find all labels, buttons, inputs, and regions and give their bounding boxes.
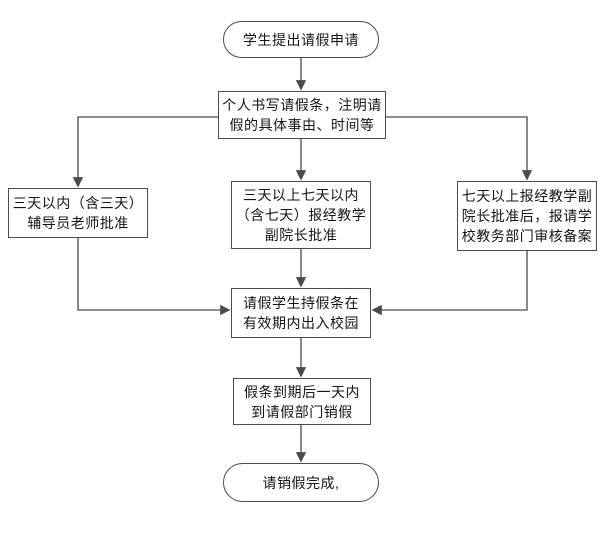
edge-write-to-over7 [386,116,533,181]
node-start-submit-leave-request: 学生提出请假申请 [223,21,379,58]
edge-over7-to-campus [371,251,528,316]
node-approve-over-7-days: 七天以上报经教学副 院长批准后，报请学 校教务部门审核备案 [457,181,597,251]
node-approve-within-3-days: 三天以内（含三天） 辅导员老师批准 [8,188,148,238]
node-end-leave-completed: 请销假完成, [223,463,379,502]
edge-within3-to-campus [77,238,231,316]
node-approve-3-to-7-days: 三天以上七天以内 （含七天）报经教学 副院长批准 [231,181,371,249]
node-campus-access-with-note: 请假学生持假条在 有效期内出入校园 [231,288,371,338]
node-report-back-cancel-leave: 假条到期后一天内 到请假部门销假 [233,378,371,425]
node-write-leave-note: 个人书写请假条，注明请 假的具体事由、时间等 [218,91,386,139]
edge-write-to-within3 [72,116,218,188]
